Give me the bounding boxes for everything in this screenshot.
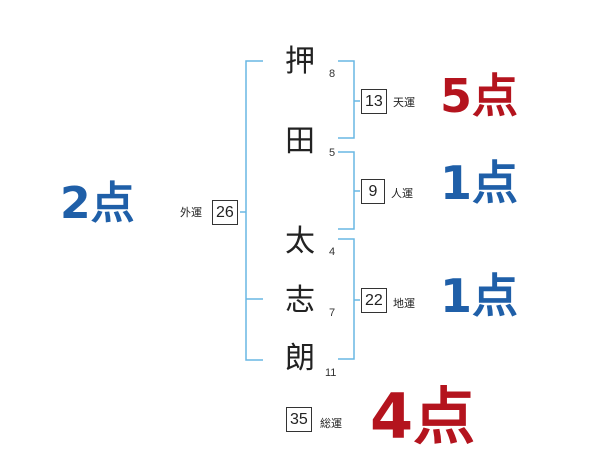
stroke-count-5: 11 bbox=[325, 367, 337, 379]
name-char-3: 太 bbox=[285, 224, 315, 259]
name-char-4: 志 bbox=[285, 283, 315, 318]
tenkaku-score: 5点 bbox=[440, 69, 519, 123]
stroke-count-4: 7 bbox=[329, 307, 336, 319]
tenkaku-value: 13 bbox=[361, 89, 387, 114]
jinkaku-bracket bbox=[338, 151, 355, 230]
name-char-1: 押 bbox=[285, 44, 315, 79]
jinkaku-label: 人運 bbox=[391, 187, 413, 200]
tenkaku-label: 天運 bbox=[393, 96, 415, 109]
stroke-count-3: 4 bbox=[329, 246, 336, 258]
stroke-count-1: 8 bbox=[329, 68, 336, 80]
gaikaku-bracket bbox=[245, 60, 263, 361]
soukaku-score: 4点 bbox=[370, 380, 476, 453]
chikaku-label: 地運 bbox=[393, 297, 415, 310]
jinkaku-score: 1点 bbox=[440, 156, 519, 210]
name-char-2: 田 bbox=[285, 124, 315, 159]
gaikaku-label: 外運 bbox=[180, 206, 202, 219]
soukaku-value: 35 bbox=[286, 407, 312, 432]
gaikaku-value: 26 bbox=[212, 200, 238, 225]
tenkaku-bracket bbox=[338, 60, 355, 139]
gaikaku-score: 2点 bbox=[60, 178, 135, 229]
chikaku-bracket bbox=[338, 238, 355, 360]
soukaku-label: 総運 bbox=[320, 417, 342, 430]
name-char-5: 朗 bbox=[285, 341, 315, 376]
chikaku-value: 22 bbox=[361, 288, 387, 313]
stroke-count-2: 5 bbox=[329, 147, 336, 159]
jinkaku-value: 9 bbox=[361, 179, 385, 204]
chikaku-score: 1点 bbox=[440, 269, 519, 323]
